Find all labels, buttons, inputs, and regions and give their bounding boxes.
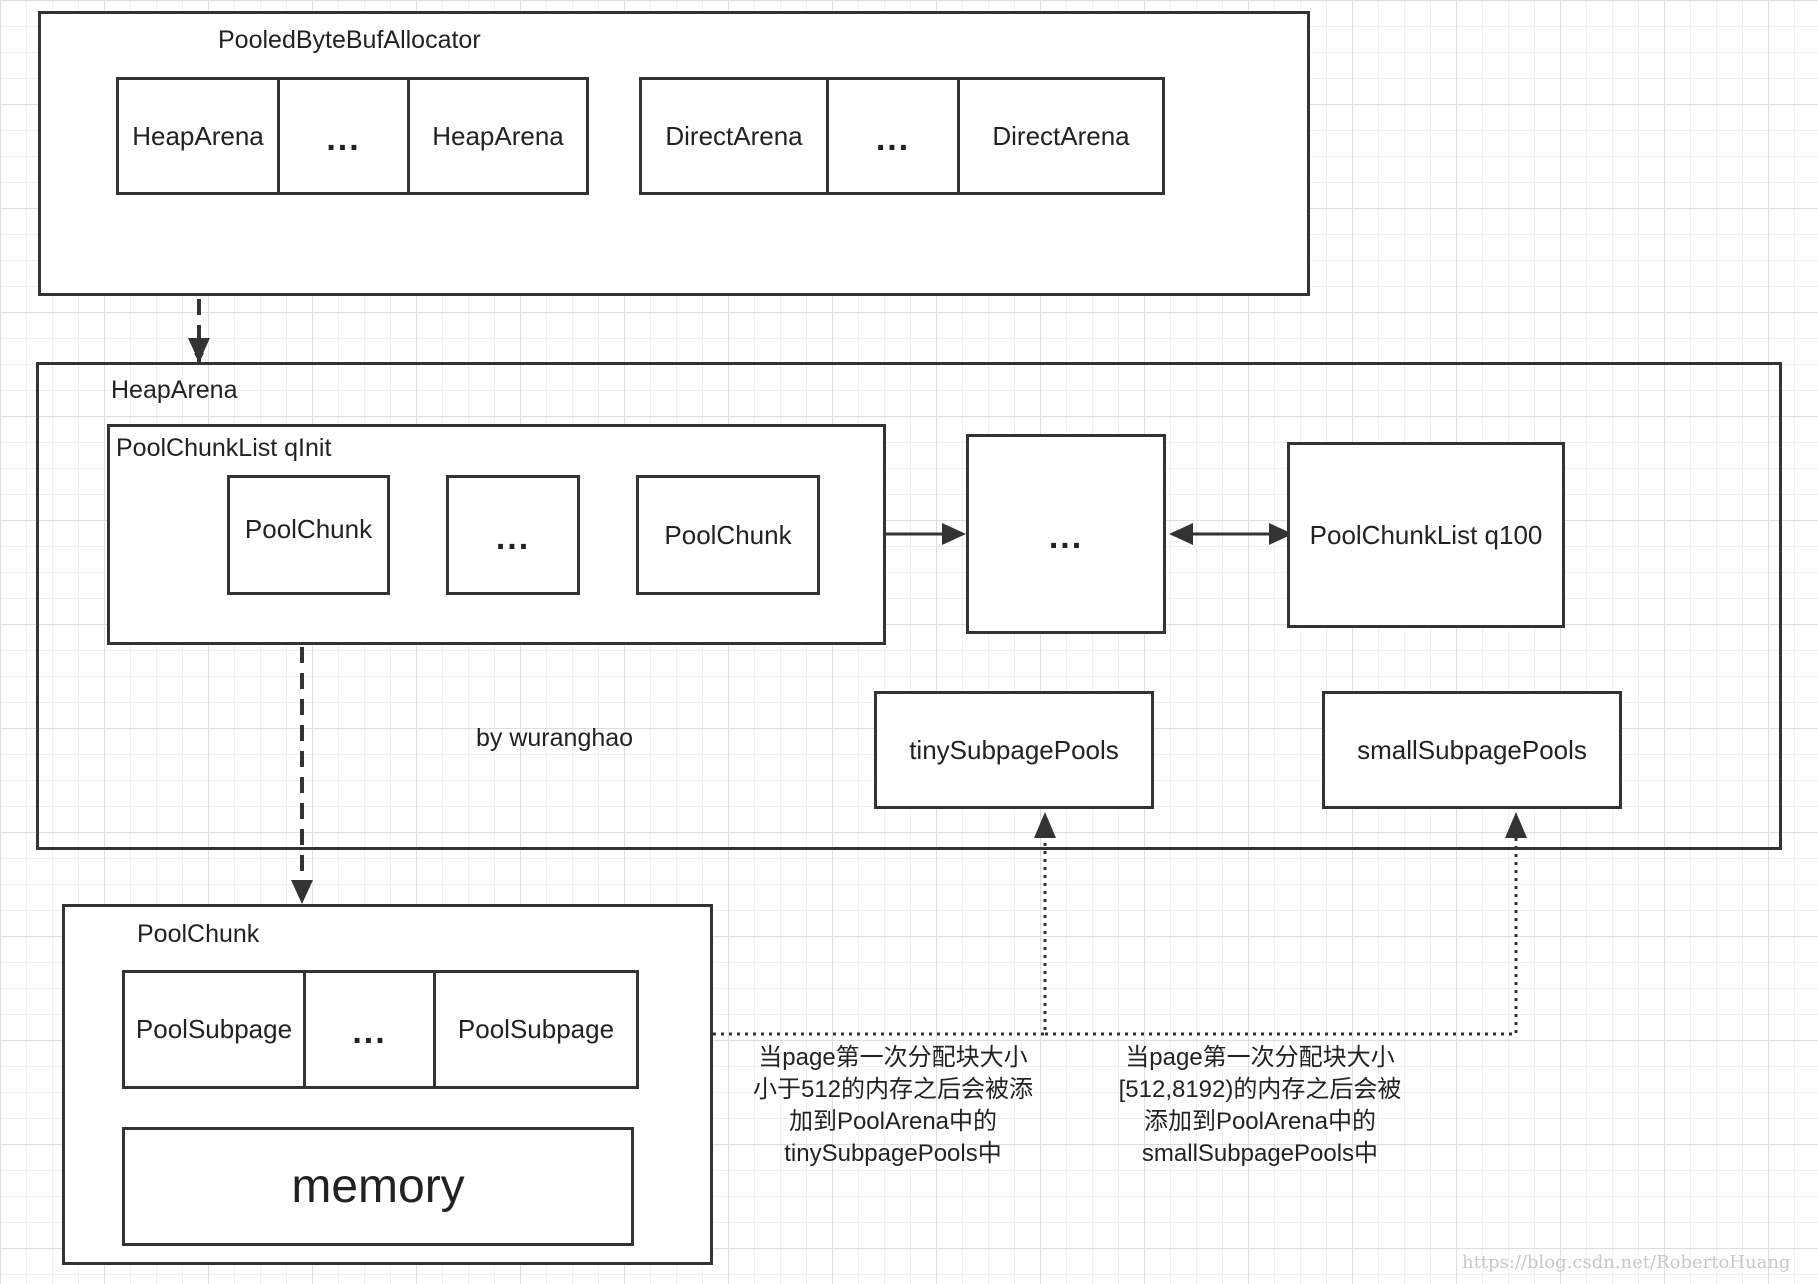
arrowhead-right-3 xyxy=(1269,523,1293,545)
qinit-chunk-1: PoolChunk xyxy=(227,475,390,595)
heap-arena-container xyxy=(36,362,1782,850)
direct-arena-cell-ellipsis: ... xyxy=(826,77,960,195)
tiny-note-line-1: 当page第一次分配块大小 xyxy=(758,1044,1028,1071)
tiny-subpage-pools: tinySubpagePools xyxy=(874,691,1154,809)
dotted-line-to-small-pools xyxy=(1045,834,1518,1036)
tiny-pool-note: 当page第一次分配块大小 小于512的内存之后会被添 加到PoolArena中… xyxy=(728,1042,1058,1170)
allocator-title: PooledByteBufAllocator xyxy=(218,26,481,54)
heap-arena-title: HeapArena xyxy=(111,376,238,404)
arrowhead-up-2 xyxy=(1505,812,1527,838)
watermark: https://blog.csdn.net/RobertoHuang xyxy=(1462,1252,1791,1273)
small-subpage-pools: smallSubpagePools xyxy=(1322,691,1622,809)
author-credit: by wuranghao xyxy=(476,724,634,752)
arrowhead-down-2 xyxy=(291,880,313,904)
pool-chunk-title: PoolChunk xyxy=(137,920,260,948)
heap-arena-cell-ellipsis: ... xyxy=(277,77,410,195)
tiny-note-line-3: 加到PoolArena中的 xyxy=(788,1108,998,1135)
small-note-line-1: 当page第一次分配块大小 xyxy=(1125,1044,1395,1071)
small-pool-note: 当page第一次分配块大小 [512,8192)的内存之后会被 添加到PoolA… xyxy=(1095,1042,1425,1170)
small-note-line-3: 添加到PoolArena中的 xyxy=(1143,1108,1377,1135)
qinit-chunk-ellipsis: ... xyxy=(446,475,580,595)
arrowhead-left-1 xyxy=(1169,523,1193,545)
heap-arena-cell-2: HeapArena xyxy=(407,77,589,195)
heap-arena-cell-1: HeapArena xyxy=(116,77,280,195)
tiny-note-line-4: tinySubpagePools中 xyxy=(784,1140,1002,1167)
q100-list: PoolChunkList q100 xyxy=(1287,442,1565,628)
tiny-note-line-2: 小于512的内存之后会被添 xyxy=(752,1076,1034,1103)
middle-chunk-list: ... xyxy=(966,434,1166,634)
arrowhead-right-2 xyxy=(942,523,966,545)
arrowhead-down-1 xyxy=(188,338,210,362)
small-note-line-2: [512,8192)的内存之后会被 xyxy=(1118,1076,1402,1103)
qinit-chunk-2: PoolChunk xyxy=(636,475,820,595)
memory-block: memory xyxy=(122,1127,634,1246)
pool-subpage-cell-2: PoolSubpage xyxy=(433,970,639,1089)
direct-arena-cell-1: DirectArena xyxy=(639,77,829,195)
small-note-line-4: smallSubpagePools中 xyxy=(1141,1140,1379,1167)
qinit-title: PoolChunkList qInit xyxy=(116,434,332,462)
dotted-line-to-tiny-pools xyxy=(641,834,1047,1036)
direct-arena-cell-2: DirectArena xyxy=(957,77,1165,195)
arrowhead-up-1 xyxy=(1034,812,1056,838)
pool-subpage-cell-ellipsis: ... xyxy=(303,970,436,1089)
pool-subpage-cell-1: PoolSubpage xyxy=(122,970,306,1089)
